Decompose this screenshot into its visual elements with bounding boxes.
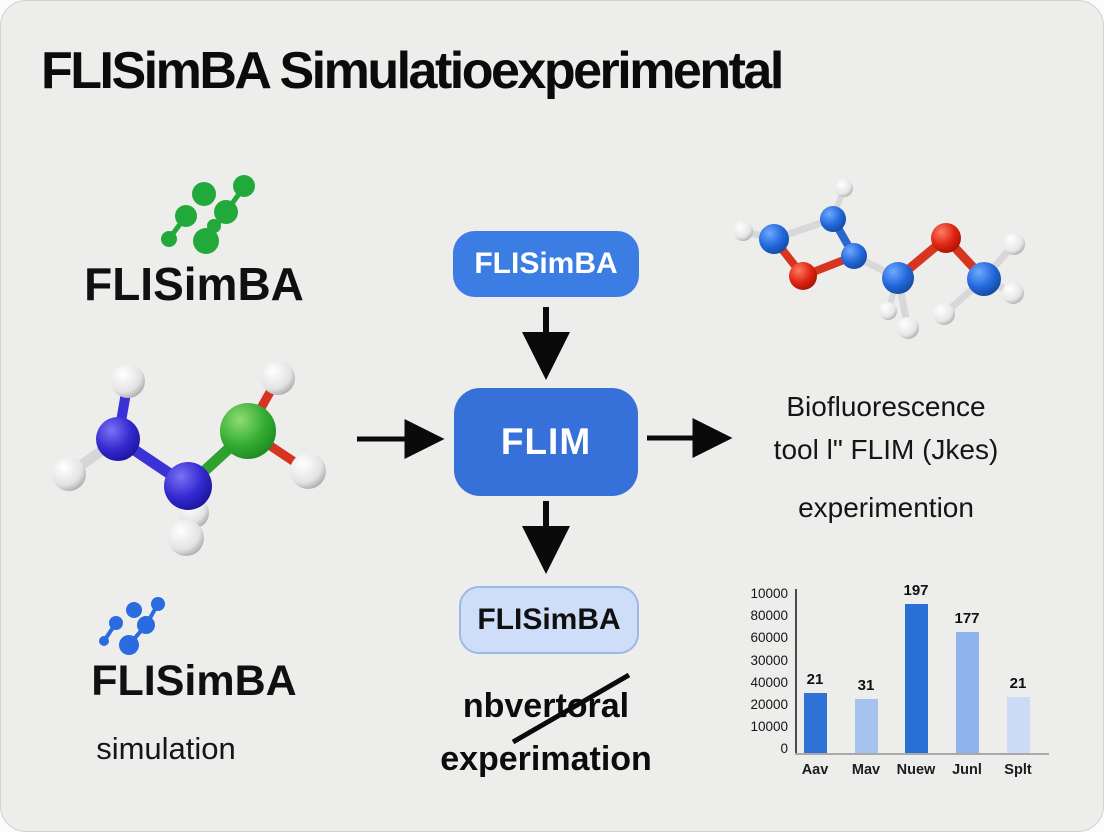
- right-caption-line1: Biofluorescence: [786, 391, 986, 422]
- bar-value-label: 197: [903, 582, 929, 599]
- bar-value-label: 31: [857, 677, 875, 694]
- y-tick-label: 20000: [750, 697, 788, 712]
- blue-molecule-dots-icon: [99, 597, 165, 655]
- bar-chart-y-axis: [795, 589, 797, 755]
- y-tick-label: 10000: [750, 586, 788, 601]
- y-tick-label: 30000: [750, 652, 788, 668]
- bar-value-label: 21: [1009, 675, 1027, 692]
- bar-value-label: 21: [806, 671, 824, 688]
- bar-Aav: [803, 693, 827, 753]
- right-caption-line3: experimention: [798, 492, 974, 523]
- x-tick-label: Mav: [851, 762, 881, 778]
- simulation-label: simulation: [96, 731, 236, 766]
- struck-text-line: nbvertoral: [462, 687, 630, 725]
- y-tick-label: 60000: [750, 630, 788, 646]
- flowchart-box-flim: FLIM: [454, 388, 638, 496]
- molecule-left: [52, 361, 326, 556]
- x-tick-label: Junl: [952, 762, 982, 778]
- x-tick-label: Splt: [1004, 762, 1032, 778]
- y-tick-label: 10000: [750, 719, 788, 735]
- flowchart-box-flisimba-bottom: FLISimBA: [459, 586, 639, 654]
- green-molecule-dots-icon: [161, 175, 255, 254]
- y-tick-label: 0: [780, 741, 788, 757]
- bar-Mav: [854, 699, 878, 753]
- flisimba-label-top-left: FLISimBA: [84, 258, 304, 310]
- right-caption-block: Biofluorescence tool l" FLIM (Jkes) expe…: [734, 391, 1038, 524]
- molecule-right: [733, 179, 1025, 339]
- bar-value-label: 177: [954, 610, 980, 627]
- bar-Nuew: [904, 604, 928, 753]
- struck-text-block: nbvertoral experimation: [396, 687, 696, 779]
- right-caption-line2: tool l" FLIM (Jkes): [773, 434, 999, 465]
- flisimba-label-bottom-left: FLISimBA: [91, 657, 297, 705]
- x-tick-label: Aav: [801, 762, 829, 778]
- y-tick-label: 40000: [750, 674, 788, 690]
- bar-Splt: [1006, 697, 1030, 753]
- bar-chart-x-axis: [795, 753, 1049, 755]
- experimation-label: experimation: [440, 740, 652, 778]
- flowchart-box-flisimba-top: FLISimBA: [453, 231, 639, 297]
- y-tick-label: 80000: [750, 608, 788, 624]
- page-title: FLISimBA Simulatioexperimental: [41, 42, 784, 100]
- x-tick-label: Nuew: [896, 762, 936, 778]
- bar-Junl: [955, 632, 979, 753]
